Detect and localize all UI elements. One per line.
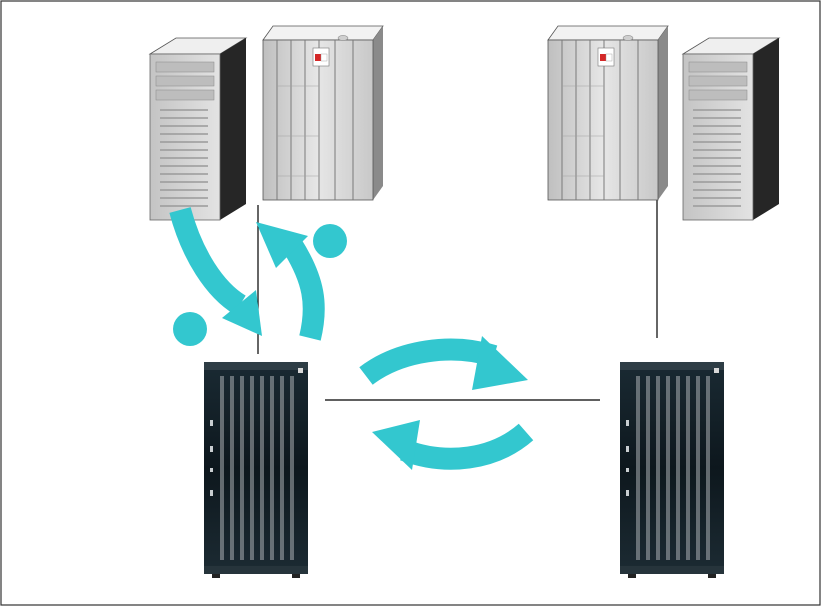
remote-rack-server-icon [548,26,668,200]
write-step-marker [173,312,207,346]
ack-step-marker [313,224,347,258]
remote-pc-server-tower-icon [683,38,779,220]
local-rack-server-icon [263,26,383,200]
local-enterprise-storage-icon [204,362,308,578]
local-pc-server-tower-icon [150,38,246,220]
remote-enterprise-storage-icon [620,362,724,578]
